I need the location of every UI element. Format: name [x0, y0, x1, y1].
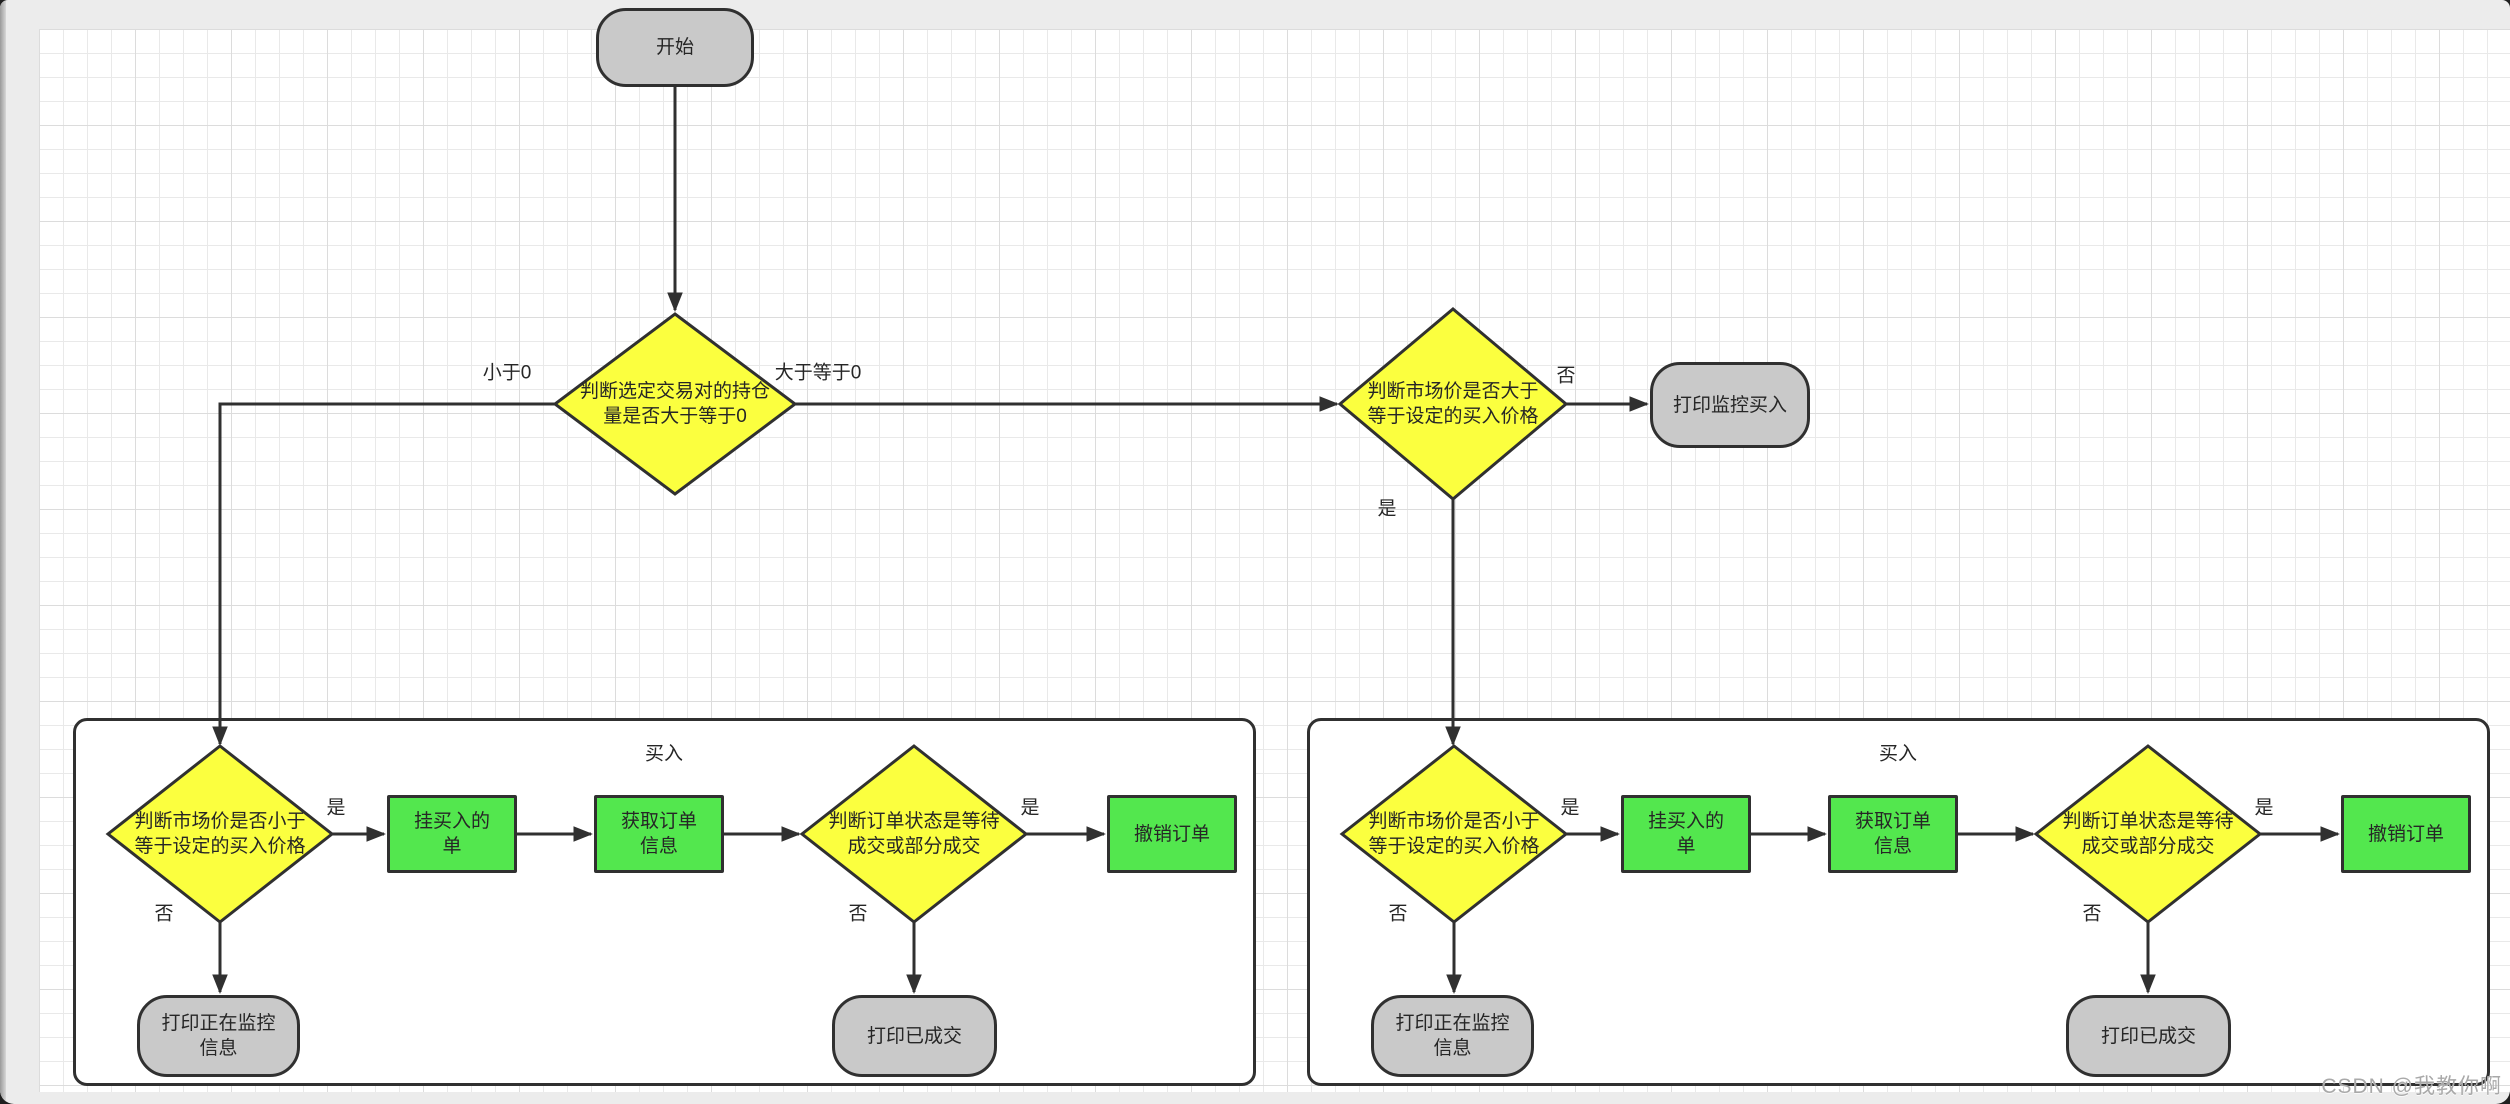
edge-label-yes-2-left: 是: [1020, 797, 1040, 819]
node-print-monitoring-info-left-label: 打印正在监控 信息: [161, 1013, 276, 1059]
node-cancel-order-right: 撤销订单: [2341, 795, 2471, 873]
node-print-filled-left: 打印已成交: [832, 995, 997, 1077]
edge-label-no-1-right: 否: [1388, 903, 1408, 925]
node-get-order-info-left-label: 获取订单 信息: [620, 811, 697, 857]
node-print-filled-left-label: 打印已成交: [866, 1025, 962, 1047]
node-print-monitoring-info-right-label: 打印正在监控 信息: [1395, 1013, 1510, 1059]
csdn-watermark: CSDN @我教你啊: [2321, 1075, 2502, 1098]
edge-label-no-2-right: 否: [2082, 903, 2102, 925]
node-get-order-info-left: 获取订单 信息: [594, 795, 724, 873]
edge-label-lt-0: 小于0: [482, 362, 532, 384]
node-get-order-info-right: 获取订单 信息: [1828, 795, 1958, 873]
node-print-filled-right: 打印已成交: [2066, 995, 2231, 1077]
node-place-buy-order-left-label: 挂买入的 单: [413, 811, 490, 857]
edge-label-yes-2-right: 是: [2254, 797, 2274, 819]
node-start: 开始: [596, 8, 754, 87]
edge-label-yes-1-left: 是: [326, 797, 346, 819]
container-buy-right-label: 买入: [1878, 743, 1918, 765]
node-print-monitor-buy-label: 打印监控买入: [1672, 394, 1787, 416]
node-place-buy-order-left: 挂买入的 单: [387, 795, 517, 873]
edge-label-no-top: 否: [1556, 365, 1576, 387]
edge-label-no-2-left: 否: [848, 903, 868, 925]
edge-label-ge-0: 大于等于0: [774, 362, 862, 384]
container-buy-left-label: 买入: [644, 743, 684, 765]
node-print-monitor-buy: 打印监控买入: [1650, 362, 1810, 448]
edge-label-yes-top: 是: [1377, 498, 1397, 520]
node-cancel-order-right-label: 撤销订单: [2367, 823, 2444, 845]
node-cancel-order-left: 撤销订单: [1107, 795, 1237, 873]
node-print-filled-right-label: 打印已成交: [2100, 1025, 2196, 1047]
node-place-buy-order-right-label: 挂买入的 单: [1647, 811, 1724, 857]
node-get-order-info-right-label: 获取订单 信息: [1854, 811, 1931, 857]
node-start-label: 开始: [655, 37, 694, 58]
node-cancel-order-left-label: 撤销订单: [1133, 823, 1210, 845]
node-print-monitoring-info-right: 打印正在监控 信息: [1371, 995, 1534, 1077]
node-place-buy-order-right: 挂买入的 单: [1621, 795, 1751, 873]
node-print-monitoring-info-left: 打印正在监控 信息: [137, 995, 300, 1077]
edge-label-no-1-left: 否: [154, 903, 174, 925]
edge-label-yes-1-right: 是: [1560, 797, 1580, 819]
page-left-edge: [0, 0, 6, 1104]
